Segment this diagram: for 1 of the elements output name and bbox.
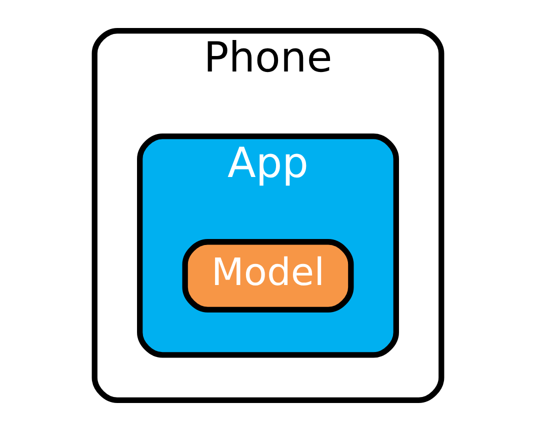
node-box: Model bbox=[182, 239, 354, 313]
